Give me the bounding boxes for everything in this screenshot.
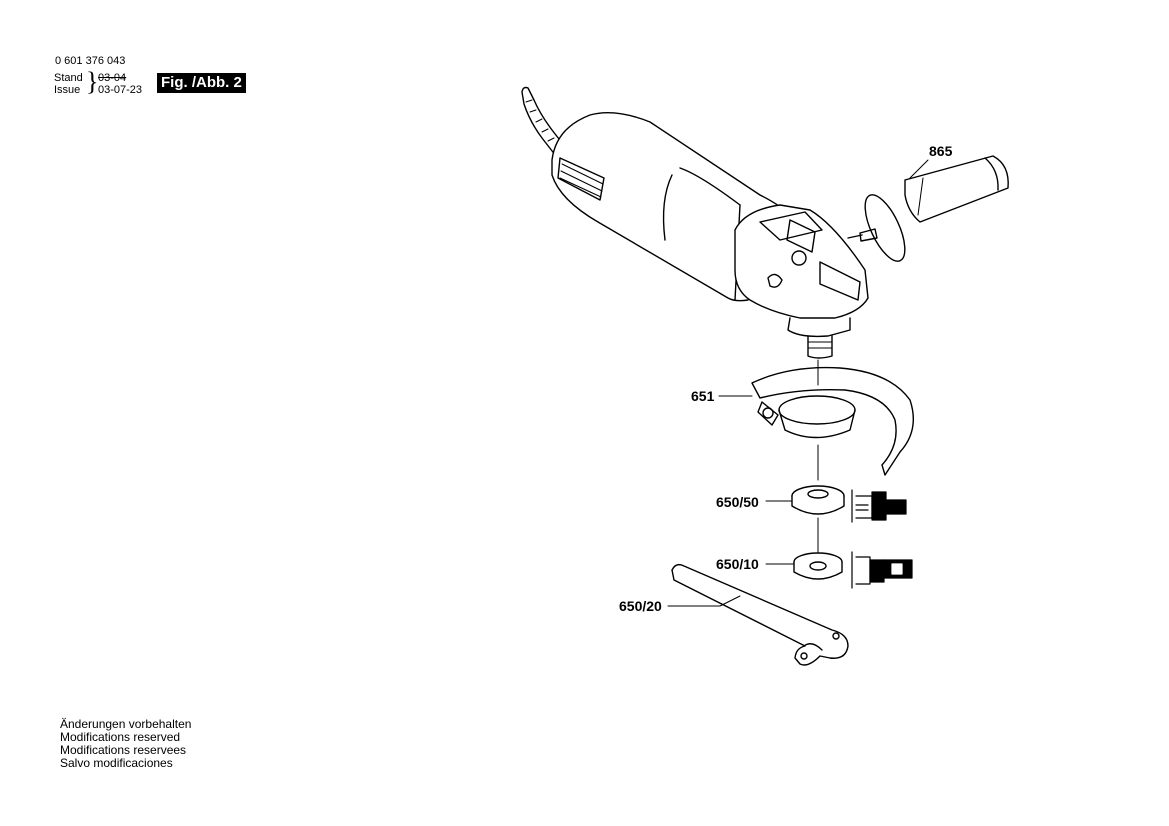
pin-spanner bbox=[671, 563, 849, 666]
mounting-flange bbox=[793, 552, 843, 580]
auxiliary-handle bbox=[847, 155, 1009, 262]
part-number: 0 601 376 043 bbox=[55, 55, 126, 67]
stand-label: Stand bbox=[54, 72, 83, 84]
callout-650-10: 650/10 bbox=[716, 556, 759, 572]
brace-symbol: } bbox=[86, 67, 99, 96]
figure-label: Fig. /Abb. 2 bbox=[157, 73, 246, 93]
stand-date: 03-04 bbox=[98, 72, 127, 84]
callout-651: 651 bbox=[691, 388, 715, 404]
note-spanish: Salvo modificaciones bbox=[60, 756, 173, 770]
callout-865: 865 bbox=[929, 143, 953, 159]
callout-650-20: 650/20 bbox=[619, 598, 662, 614]
note-german: Änderungen vorbehalten bbox=[60, 717, 192, 731]
note-french: Modifications reservees bbox=[60, 743, 187, 757]
gear-head bbox=[734, 204, 869, 359]
power-cord bbox=[521, 86, 567, 157]
flange-section-symbol bbox=[851, 551, 913, 589]
wheel-guard bbox=[751, 359, 914, 481]
clamping-nut-section-symbol bbox=[851, 489, 907, 523]
leader-lines bbox=[667, 159, 929, 607]
callout-650-50: 650/50 bbox=[716, 494, 759, 510]
clamping-nut bbox=[791, 485, 845, 553]
issue-label: Issue bbox=[54, 84, 81, 96]
modification-notes: Änderungen vorbehalten Modifications res… bbox=[60, 718, 191, 770]
issue-date: 03-07-23 bbox=[98, 84, 143, 96]
note-english: Modifications reserved bbox=[60, 730, 181, 744]
